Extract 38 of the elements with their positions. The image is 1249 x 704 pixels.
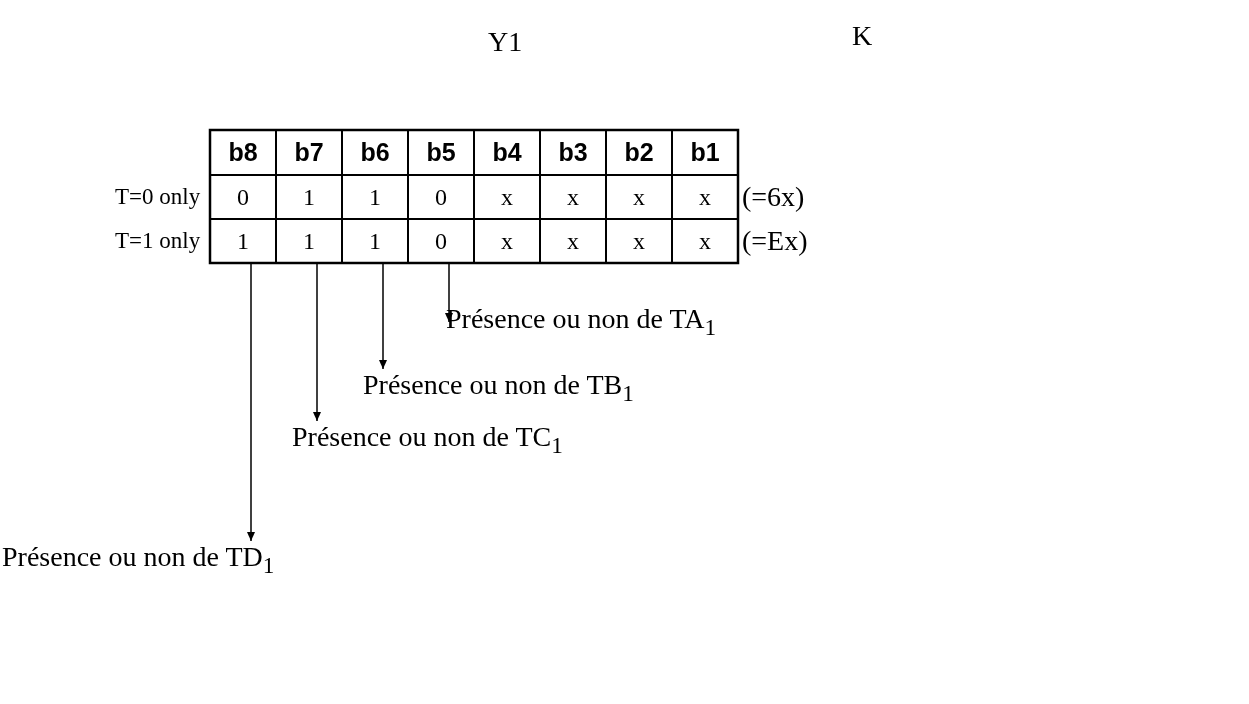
- annotation-text: Présence ou non de TC$_{1}$: [292, 421, 563, 459]
- leader-arrow: [247, 262, 255, 542]
- bit-header: b7: [294, 138, 324, 167]
- bit-value: x: [699, 183, 711, 211]
- bit-header: b5: [426, 138, 456, 167]
- row-label: T=0 only: [115, 184, 201, 210]
- bit-header: b8: [228, 138, 258, 167]
- leader-arrow: [379, 262, 387, 370]
- hex-note: (=Ex): [742, 225, 808, 257]
- bit-value: 0: [435, 183, 447, 211]
- bit-header: b4: [492, 138, 522, 167]
- bit-value: x: [699, 227, 711, 255]
- leader-arrow: [313, 262, 321, 422]
- bit-value: 1: [237, 227, 249, 255]
- bit-header: b2: [624, 138, 654, 167]
- bit-value: 1: [303, 227, 315, 255]
- leader-arrow: [445, 262, 453, 323]
- bit-value: 0: [237, 183, 249, 211]
- row-label: T=1 only: [115, 228, 201, 254]
- register-label: Y1: [488, 26, 523, 58]
- bit-value: x: [567, 227, 579, 255]
- bit-value: 1: [303, 183, 315, 211]
- bit-header: b6: [360, 138, 390, 167]
- annotation-text: Présence ou non de TA$_{1}$: [446, 303, 717, 341]
- bit-value: x: [567, 183, 579, 211]
- bit-header: b1: [690, 138, 720, 167]
- bit-value: 1: [369, 227, 381, 255]
- bit-value: x: [633, 183, 645, 211]
- bit-header: b3: [558, 138, 588, 167]
- bit-value: x: [501, 183, 513, 211]
- annotation-text: Présence ou non de TD$_{1}$: [2, 541, 275, 579]
- annotation-text: Présence ou non de TB$_{1}$: [363, 369, 634, 407]
- bit-value: x: [501, 227, 513, 255]
- bit-value: x: [633, 227, 645, 255]
- hex-note: (=6x): [742, 181, 805, 213]
- bit-value: 0: [435, 227, 447, 255]
- bit-value: 1: [369, 183, 381, 211]
- register-label: K: [852, 20, 873, 52]
